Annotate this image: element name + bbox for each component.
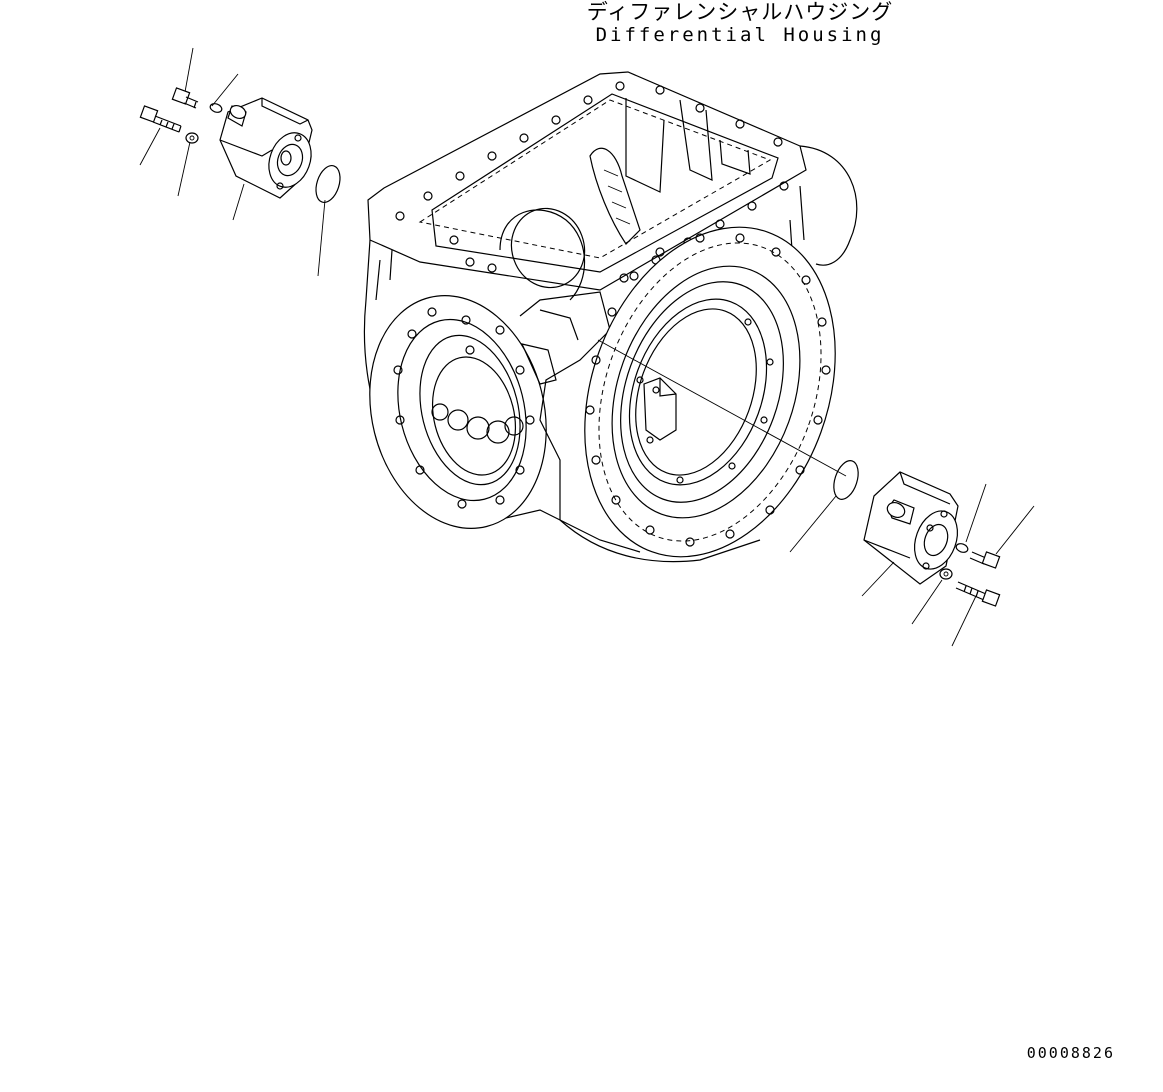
washer-upper bbox=[186, 133, 198, 143]
housing-bottom bbox=[560, 520, 760, 562]
leader-line-bolt-2 bbox=[140, 128, 160, 165]
valve-block-lower bbox=[864, 472, 965, 584]
large-oring-upper bbox=[312, 163, 345, 206]
bolt-long-lower bbox=[956, 582, 1000, 606]
small-oring-lower bbox=[955, 542, 969, 554]
leader-line-valve-block-2 bbox=[862, 562, 894, 596]
housing-left-flange bbox=[346, 277, 570, 548]
leader-line-oring-small-1 bbox=[212, 74, 238, 106]
differential-housing-body bbox=[346, 72, 879, 592]
leader-line-bolt-3 bbox=[996, 506, 1034, 554]
title-english: Differential Housing bbox=[595, 24, 885, 46]
housing-rear-boss bbox=[800, 146, 857, 265]
bolt-short-upper bbox=[172, 88, 198, 108]
upper-left-assembly bbox=[140, 48, 344, 276]
bolt-long-upper bbox=[140, 106, 181, 132]
leader-line-oring-large-2 bbox=[790, 496, 836, 552]
leader-line-washer-1 bbox=[178, 142, 190, 196]
leader-line-oring-large-1 bbox=[318, 200, 325, 276]
diagram-title: ディファレンシャルハウジング Differential Housing bbox=[560, 0, 920, 45]
leader-line-bolt-1 bbox=[185, 48, 193, 92]
housing-right-flange bbox=[541, 192, 879, 592]
housing-top-frame-inner bbox=[420, 100, 770, 258]
housing-center-web bbox=[520, 292, 610, 520]
assembly-axis-line bbox=[598, 340, 846, 476]
lower-right-assembly bbox=[790, 458, 1034, 646]
valve-block-upper bbox=[220, 98, 318, 198]
leader-line-oring-small-2 bbox=[966, 484, 986, 542]
housing-top-frame-outer bbox=[368, 72, 806, 290]
washer-lower bbox=[940, 569, 952, 579]
internal-rib bbox=[590, 148, 640, 244]
leader-line-valve-block-1 bbox=[233, 184, 244, 220]
leader-line-bolt-4 bbox=[952, 596, 976, 646]
title-japanese: ディファレンシャルハウジング bbox=[586, 0, 894, 24]
small-oring-upper bbox=[209, 102, 223, 114]
large-oring-lower bbox=[829, 458, 862, 503]
bolt-short-lower bbox=[970, 552, 1000, 568]
leader-line-washer-2 bbox=[912, 580, 942, 624]
drawing-number: 00008826 bbox=[1026, 1044, 1115, 1062]
